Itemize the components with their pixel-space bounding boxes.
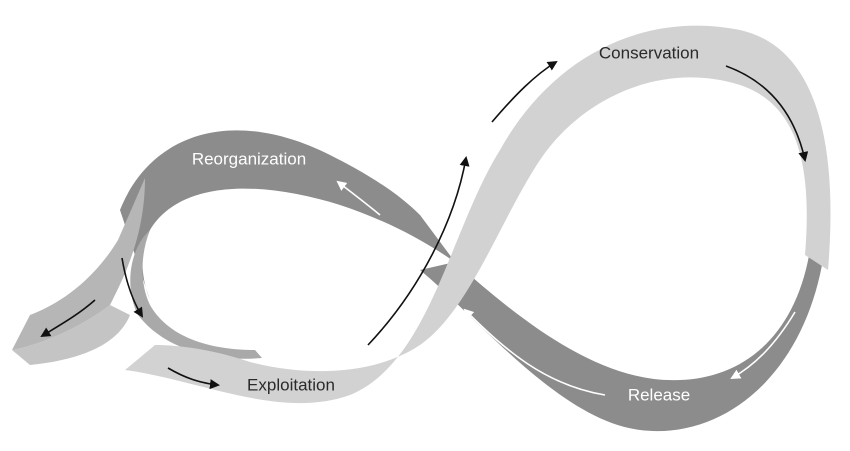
release-return-arrow	[463, 308, 606, 396]
front-ribbon	[12, 25, 831, 404]
conservation-label: Conservation	[599, 43, 699, 62]
left-tail-back	[12, 178, 145, 350]
conservation-entry-arrow	[491, 60, 558, 123]
exploitation-arrow	[167, 367, 220, 390]
release-arrow	[730, 311, 796, 379]
back-ribbon	[120, 130, 822, 432]
release-label: Release	[628, 385, 690, 404]
left-tail-front	[12, 305, 130, 365]
reorganization-band	[120, 130, 455, 300]
conservation-arrow	[725, 65, 809, 162]
reorganization-inner-face	[130, 230, 262, 359]
exploitation-label: Exploitation	[247, 375, 335, 394]
reorganization-label: Reorganization	[192, 149, 306, 168]
release-band	[420, 250, 822, 432]
phase-labels: Conservation Release Reorganization Expl…	[192, 43, 699, 404]
reorganization-arrow	[336, 180, 381, 216]
inner-loop-arrow	[121, 257, 144, 318]
growth-arrow	[367, 156, 470, 346]
tail-arrow	[40, 299, 96, 338]
flow-arrows	[40, 60, 809, 396]
exploitation-conservation-band	[125, 25, 831, 404]
